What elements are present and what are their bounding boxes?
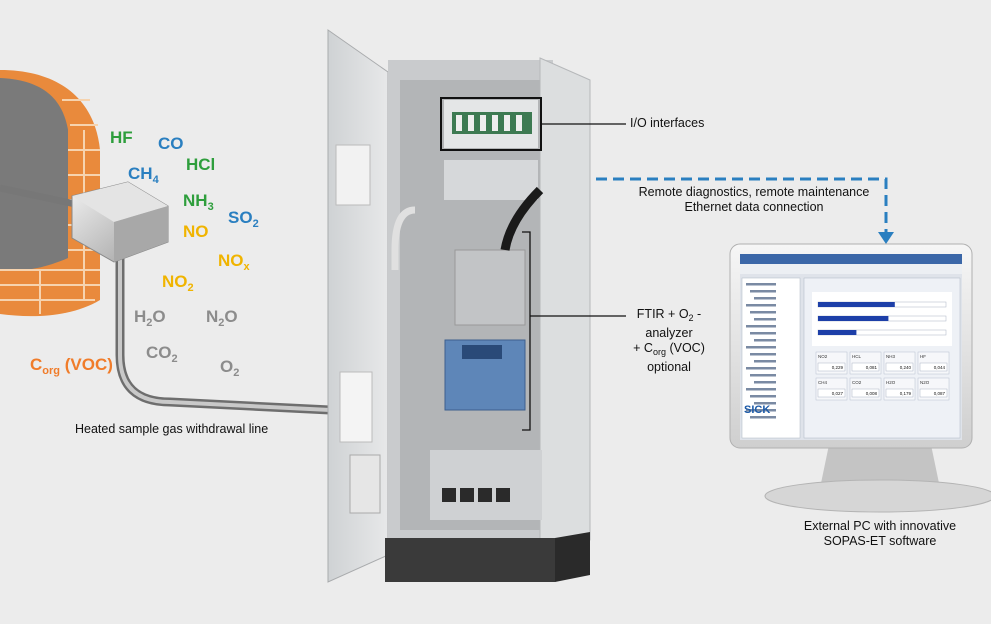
gas-nh3-label: NH3 <box>183 191 214 213</box>
tree-item <box>746 325 776 328</box>
pc-line-1: External PC with innovative <box>803 519 957 533</box>
gas-hf-label: HF <box>110 128 133 147</box>
tile-name: H2O <box>886 380 896 385</box>
gas-co-label: CO <box>158 134 184 153</box>
tile-value: 0,027 <box>832 391 844 396</box>
remote-line-1: Remote diagnostics, remote maintenance <box>638 185 870 199</box>
tree-item <box>750 311 776 314</box>
tile-value: 0,008 <box>866 391 878 396</box>
tree-item <box>754 318 776 321</box>
tile-value: 0,087 <box>934 391 946 396</box>
tree-item <box>754 339 776 342</box>
probe-illustration <box>0 181 169 263</box>
tile-value: 0,240 <box>900 365 912 370</box>
pc-line-2: SOPAS-ET software <box>823 534 937 548</box>
tile-value: 0,179 <box>900 391 912 396</box>
tile-value-box <box>851 388 880 398</box>
tile-name: NO2 <box>818 354 828 359</box>
tree-item <box>750 416 776 419</box>
tile-name: NH3 <box>886 354 895 359</box>
gas-hcl-label: HCl <box>186 155 216 174</box>
tile-name: HF <box>920 354 926 359</box>
external-pc-label: External PC with innovative SOPAS-ET sof… <box>760 519 991 549</box>
tile-value-box <box>817 388 846 398</box>
sick-logo: SICK <box>744 404 771 416</box>
gas-o2-label: O2 <box>220 357 240 379</box>
tree-item <box>750 332 776 335</box>
tree-item <box>746 283 776 286</box>
tile-name: HCL <box>852 354 861 359</box>
heated-line-label: Heated sample gas withdrawal line <box>75 422 269 436</box>
gas-so2-label: SO2 <box>228 208 259 230</box>
gas-h2o-label: H2O <box>134 307 166 329</box>
tree-item <box>754 402 776 405</box>
ftir-line-1: FTIR + O2 - <box>636 307 702 323</box>
tree-item <box>746 367 776 370</box>
gas-no-label: NO <box>183 222 209 241</box>
tile-value-box <box>885 362 914 372</box>
tree-item <box>754 381 776 384</box>
tree-item <box>754 360 776 363</box>
tree-item <box>746 409 776 412</box>
gas-corg-label: Corg (VOC) <box>30 355 113 377</box>
io-interfaces-label: I/O interfaces <box>630 116 705 130</box>
gas-n2o-label: N2O <box>206 307 238 329</box>
tree-item <box>750 290 776 293</box>
tile-value-box <box>919 362 948 372</box>
level-bar-fill <box>818 316 889 321</box>
remote-line-2: Ethernet data connection <box>684 200 824 214</box>
ftir-line-2: analyzer <box>645 326 693 340</box>
tile-value-box <box>885 388 914 398</box>
tree-item <box>750 395 776 398</box>
analyzer-bracket <box>522 231 531 431</box>
furnace-illustration <box>0 70 100 317</box>
tile-value-box <box>851 362 880 372</box>
tile-value: 0,229 <box>832 365 844 370</box>
tile-value-box <box>919 388 948 398</box>
gas-nox-label: NOx <box>218 251 250 273</box>
ftir-line-3: + Corg (VOC) <box>633 341 705 357</box>
level-bar-fill <box>818 330 857 335</box>
tree-item <box>754 297 776 300</box>
tree-item <box>746 388 776 391</box>
ftir-line-4: optional <box>647 360 691 374</box>
tree-item <box>746 304 776 307</box>
remote-diagnostics-label: Remote diagnostics, remote maintenance E… <box>628 185 880 215</box>
tile-name: N2O <box>920 380 930 385</box>
level-bar-fill <box>818 302 895 307</box>
analyzer-cabinet <box>327 29 591 583</box>
tile-name: CO2 <box>852 380 862 385</box>
tile-name: CH4 <box>818 380 827 385</box>
tree-item <box>750 374 776 377</box>
tree-item <box>746 346 776 349</box>
tile-value-box <box>817 362 846 372</box>
gas-co2-label: CO2 <box>146 343 178 365</box>
gas-ch4-label: CH4 <box>128 164 159 186</box>
tile-value: 0,044 <box>934 365 946 370</box>
gas-no2-label: NO2 <box>162 272 194 294</box>
tile-value: 0,081 <box>866 365 878 370</box>
arrow-head-icon <box>878 232 894 244</box>
tree-item <box>750 353 776 356</box>
ftir-analyzer-label: FTIR + O2 - analyzer + Corg (VOC) option… <box>626 307 712 375</box>
remote-connection-arrow <box>596 177 888 234</box>
